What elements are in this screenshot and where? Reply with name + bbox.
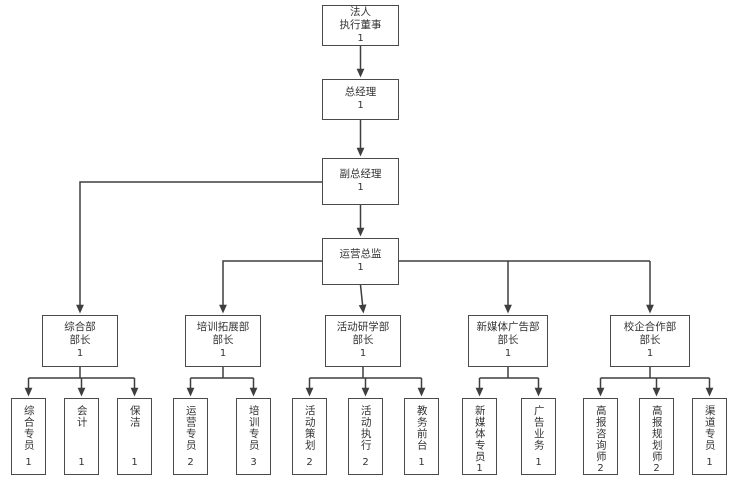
org-node-headcount: 1: [357, 100, 364, 112]
org-node-headcount: 1: [418, 456, 425, 468]
org-node-title: 保洁: [128, 405, 141, 428]
org-node-staff_exec[interactable]: 活动执行 2: [348, 398, 383, 475]
connector: [358, 284, 367, 314]
connector: [76, 181, 322, 314]
org-node-title: 广告业务: [532, 405, 545, 451]
org-node-title: 活动执行: [359, 405, 372, 451]
org-node-headcount: 2: [653, 462, 660, 474]
org-node-headcount: 2: [306, 456, 313, 468]
org-node-title: 综合专员: [22, 405, 35, 451]
connector: [219, 260, 322, 314]
org-node-headcount: 1: [357, 262, 364, 274]
org-node-headcount: 1: [76, 348, 84, 360]
org-node-headcount: 1: [357, 182, 364, 194]
org-node-headcount: 1: [25, 456, 32, 468]
org-node-title: 会计: [75, 405, 88, 428]
org-node-headcount: 1: [504, 348, 512, 360]
org-node-title: 校企合作部 部长: [623, 321, 677, 347]
org-node-staff_channel[interactable]: 渠道专员 1: [692, 398, 727, 475]
org-node-headcount: 1: [357, 32, 364, 44]
org-node-headcount: 1: [535, 456, 542, 468]
org-node-staff_general[interactable]: 综合专员 1: [11, 398, 46, 475]
org-node-headcount: 1: [219, 348, 227, 360]
org-node-title: 新媒体专员: [473, 405, 486, 463]
org-node-staff_ad[interactable]: 广告业务 1: [521, 398, 556, 475]
org-node-title: 培训拓展部 部长: [196, 321, 250, 347]
org-node-staff_clean[interactable]: 保洁 1: [117, 398, 152, 475]
org-node-headcount: 2: [187, 456, 194, 468]
org-node-title: 教务前台: [415, 405, 428, 451]
org-node-title: 新媒体广告部 部长: [476, 321, 540, 347]
org-node-headcount: 1: [78, 456, 85, 468]
org-node-staff_account[interactable]: 会计 1: [64, 398, 99, 475]
org-node-title: 综合部 部长: [64, 321, 96, 347]
org-node-title: 培训专员: [247, 405, 260, 451]
org-node-title: 渠道专员: [703, 405, 716, 451]
org-node-title: 高报规划师: [650, 405, 663, 463]
org-node-title: 法人 执行董事: [339, 5, 382, 31]
org-node-title: 运营总监: [339, 248, 382, 261]
org-node-staff_front[interactable]: 教务前台 1: [404, 398, 439, 475]
org-node-headcount: 3: [250, 456, 257, 468]
org-node-title: 高报咨询师: [594, 405, 607, 463]
org-node-headcount: 1: [706, 456, 713, 468]
org-node-title: 活动研学部 部长: [336, 321, 390, 347]
org-node-title: 运营专员: [184, 405, 197, 451]
org-node-title: 活动策划: [303, 405, 316, 451]
org-node-headcount: 1: [646, 348, 654, 360]
org-node-headcount: 1: [476, 462, 483, 474]
org-node-title: 总经理: [344, 86, 377, 99]
org-node-staff_ops[interactable]: 运营专员 2: [173, 398, 208, 475]
org-node-title: 副总经理: [339, 168, 382, 181]
org-node-headcount: 1: [131, 456, 138, 468]
org-node-headcount: 2: [597, 462, 604, 474]
org-node-staff_train[interactable]: 培训专员 3: [236, 398, 271, 475]
org-node-headcount: 2: [362, 456, 369, 468]
org-node-headcount: 1: [359, 348, 367, 360]
org-node-staff_plan[interactable]: 活动策划 2: [292, 398, 327, 475]
